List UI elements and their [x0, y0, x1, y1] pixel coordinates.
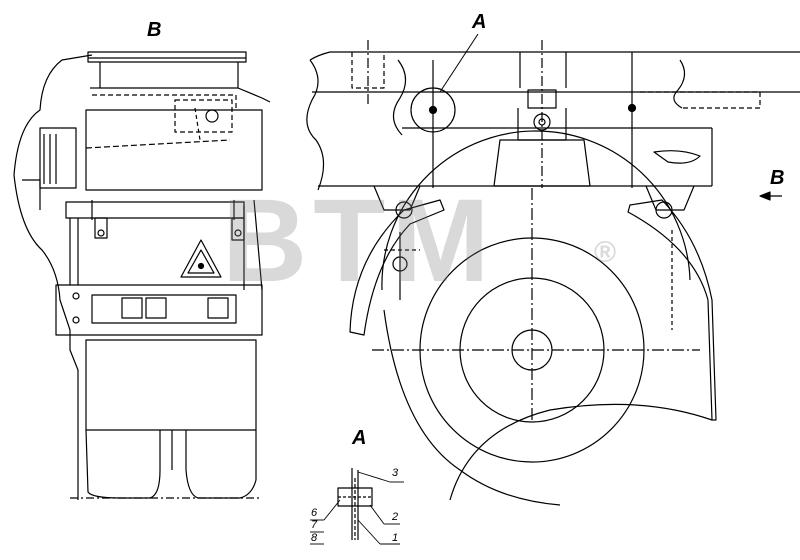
view-label-b-arrow: B: [770, 167, 785, 189]
part-number-7: 7: [311, 519, 318, 531]
watermark-registered-mark: ®: [594, 236, 617, 269]
view-label-b-left: B: [147, 19, 162, 41]
part-number-8: 8: [311, 532, 318, 544]
left-view-b: [13, 51, 271, 500]
detail-title-a: A: [352, 427, 367, 449]
watermark-text: BTM: [222, 175, 496, 307]
part-number-2: 2: [392, 511, 399, 523]
detail-a: [310, 468, 404, 545]
part-number-1: 1: [392, 532, 399, 544]
part-number-3: 3: [392, 467, 399, 479]
part-number-6: 6: [311, 507, 318, 519]
watermark-logo: BTM: [222, 182, 496, 300]
callout-label-a: A: [472, 11, 487, 33]
right-view-main: [306, 33, 800, 506]
